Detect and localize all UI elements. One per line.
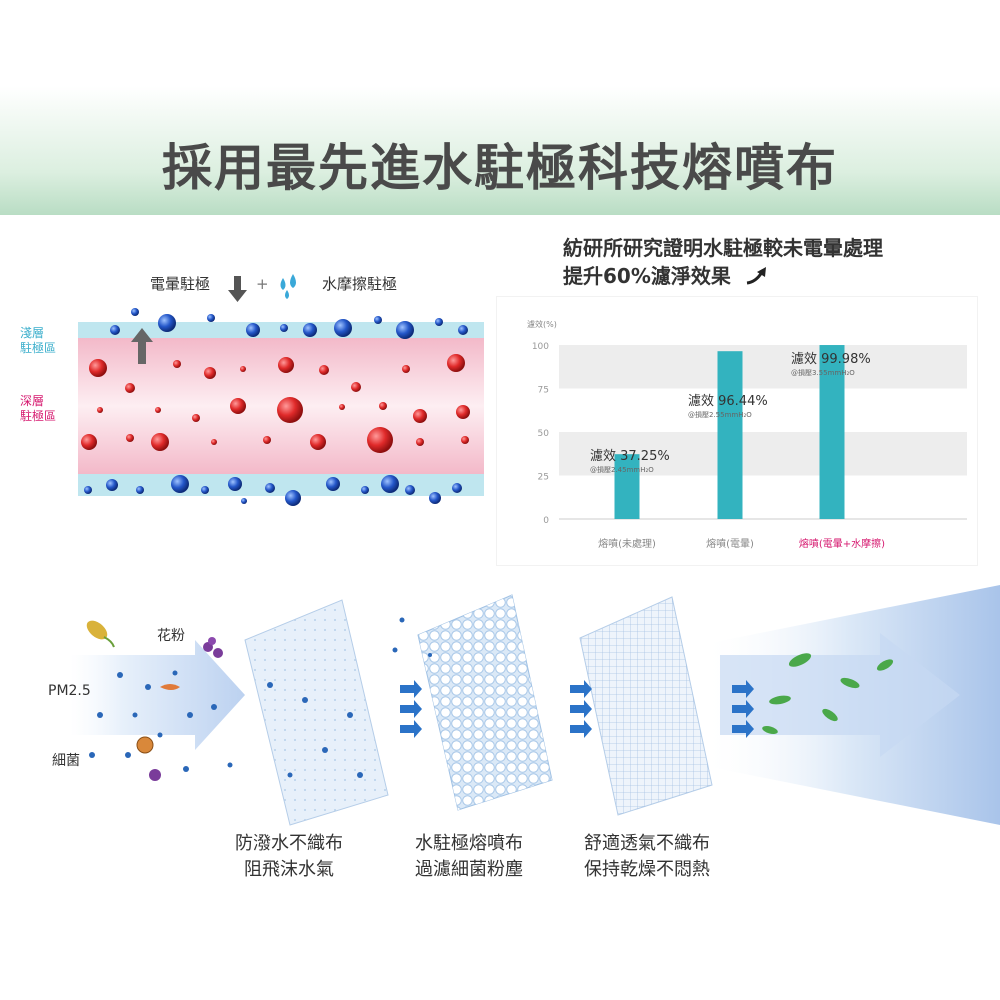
y-axis-title: 濾效(%)	[527, 319, 557, 329]
deep-layer-label: 深層駐極區	[20, 394, 57, 423]
pollution-particles	[89, 617, 432, 778]
filter-layers-diagram	[70, 585, 1000, 826]
plus-sign: +	[256, 275, 269, 293]
pollen-label: 花粉	[157, 628, 185, 644]
leaf-icon	[762, 653, 894, 734]
page-title: 採用最先進水駐極科技熔噴布	[162, 139, 838, 197]
y-tick-label: 100	[532, 342, 549, 352]
bar	[819, 345, 845, 519]
meltblown-layer	[417, 594, 553, 811]
y-tick-label: 0	[543, 516, 549, 526]
x-category-label: 熔噴(電暈+水摩擦)	[799, 537, 885, 550]
bacteria-icon	[136, 684, 180, 781]
water-electret-label: 水摩擦駐極	[322, 275, 398, 293]
filtration-bar-chart: 濾效(%) 0 25 50 75 100 濾效 37.25%@損壓2.45mmH₂O 濾效 9…	[527, 319, 967, 550]
shallow-layer-label: 淺層駐極區	[20, 326, 57, 355]
y-tick-label: 50	[538, 429, 550, 439]
filtration-chart-panel: 濾效(%) 0 25 50 75 100 濾效 37.25%@損壓2.45mmH₂O 濾效 9…	[497, 297, 977, 565]
layer-label-breathable: 舒適透氣不織布保持乾燥不悶熱	[584, 833, 710, 880]
water-drop-icon	[280, 274, 296, 299]
research-claim: 紡研所研究證明水駐極較未電暈處理 提升60%濾淨效果	[563, 234, 883, 290]
electret-diagram	[78, 274, 484, 506]
pollen-icon	[86, 620, 223, 658]
title-banner	[0, 0, 1000, 215]
bar-value-label: 濾效 37.25%	[590, 449, 670, 464]
claim-line-1: 紡研所研究證明水駐極較未電暈處理	[563, 236, 883, 260]
corona-electret-label: 電暈駐極	[150, 275, 211, 293]
y-tick-label: 25	[538, 473, 549, 483]
x-category-label: 熔噴(未處理)	[598, 537, 656, 550]
bar	[717, 351, 743, 519]
negative-charge-particles	[84, 308, 468, 506]
up-arrow-icon	[131, 328, 153, 364]
x-category-label: 熔噴(電暈)	[706, 537, 754, 550]
grid-band	[559, 345, 967, 389]
claim-line-2: 提升60%濾淨效果	[563, 262, 883, 290]
y-tick-label: 75	[538, 386, 549, 396]
bacteria-label: 細菌	[52, 753, 80, 769]
rising-arrow-icon	[746, 267, 766, 285]
bar-value-label: 濾效 99.98%	[791, 352, 871, 367]
layer-label-water-repellent: 防潑水不織布阻飛沫水氣	[235, 833, 343, 880]
water-repellent-layer	[244, 599, 389, 826]
bar-pressure-label: @損壓2.45mmH₂O	[590, 465, 654, 474]
positive-charge-particles	[81, 354, 470, 453]
bar-value-label: 濾效 96.44%	[688, 394, 768, 409]
down-arrow-icon	[228, 276, 247, 302]
pm25-label: PM2.5	[48, 683, 91, 699]
bar-pressure-label: @損壓2.55mmH₂O	[688, 410, 752, 419]
layer-label-meltblown: 水駐極熔噴布過濾細菌粉塵	[415, 833, 523, 880]
bar	[614, 454, 640, 519]
breathable-layer	[579, 596, 713, 816]
flow-arrows	[400, 680, 754, 738]
bar-pressure-label: @損壓3.55mmH₂O	[791, 368, 855, 377]
outflow-arrow	[720, 633, 960, 757]
inflow-arrow	[70, 640, 245, 750]
